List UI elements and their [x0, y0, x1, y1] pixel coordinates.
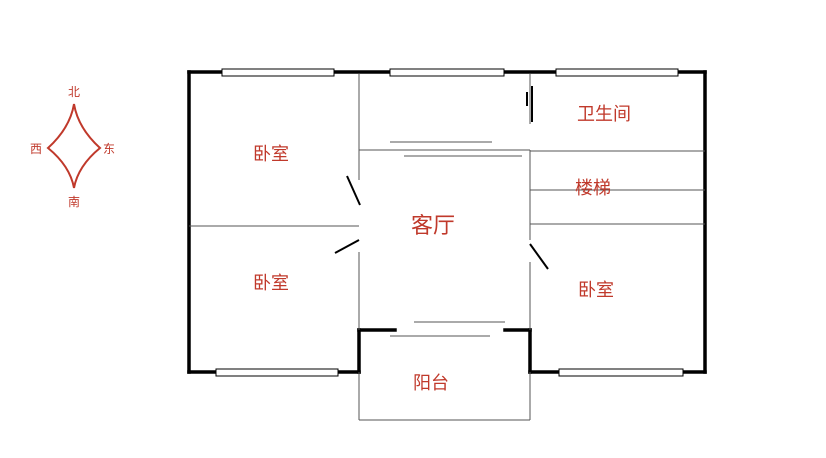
window-north-3 [555, 68, 679, 77]
compass-south: 南 [68, 194, 80, 209]
compass-rose: 北 南 东 西 [30, 85, 115, 209]
room-label-stairs: 楼梯 [575, 178, 611, 199]
interior-walls [189, 74, 705, 421]
room-labels: 卧室 卧室 客厅 卫生间 楼梯 卧室 阳台 [253, 104, 631, 394]
room-label-bedroom-sw: 卧室 [253, 273, 289, 294]
room-label-living-room: 客厅 [411, 214, 455, 239]
compass-west: 西 [30, 142, 42, 156]
room-label-bathroom: 卫生间 [577, 104, 631, 125]
compass-star-icon [46, 103, 102, 189]
window-south-1 [215, 368, 339, 377]
doors [334, 86, 549, 270]
window-south-2 [558, 368, 684, 377]
compass-east: 东 [103, 142, 115, 156]
door-bedroom-sw [334, 239, 360, 254]
compass-north: 北 [68, 85, 80, 99]
room-label-bedroom-nw: 卧室 [253, 144, 289, 165]
door-bedroom-se [529, 243, 549, 270]
room-label-bedroom-se: 卧室 [578, 280, 614, 301]
window-north-2 [389, 68, 505, 77]
room-label-balcony: 阳台 [413, 373, 449, 394]
door-bedroom-nw [346, 175, 361, 206]
window-north-1 [221, 68, 335, 77]
windows [215, 68, 684, 377]
